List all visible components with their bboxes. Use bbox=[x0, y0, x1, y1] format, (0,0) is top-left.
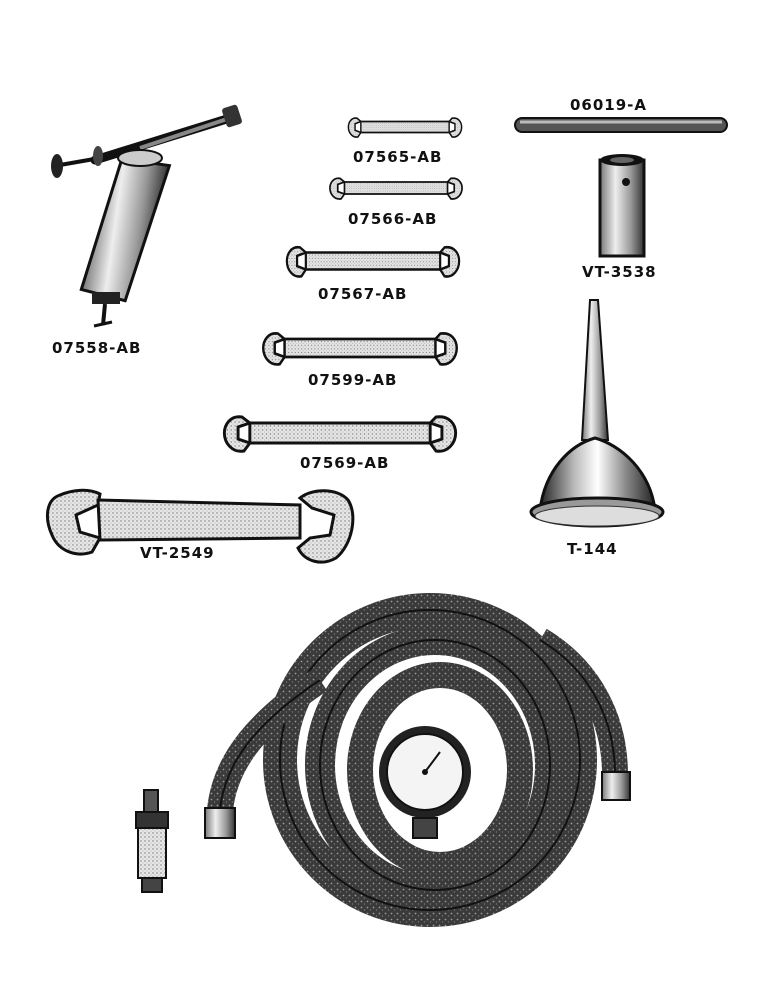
label-grease-gun: 07558-AB bbox=[52, 339, 142, 357]
large-wrench-vt-2549 bbox=[46, 488, 355, 564]
label-wrench-07569: 07569-AB bbox=[300, 454, 390, 472]
wrench-07599-ab bbox=[261, 332, 459, 366]
label-wrench-07567: 07567-AB bbox=[318, 285, 408, 303]
wrench-07569-ab bbox=[222, 415, 458, 453]
label-oil-can: T-144 bbox=[567, 540, 618, 558]
label-wrench-07565: 07565-AB bbox=[353, 148, 443, 166]
label-wrench-07566: 07566-AB bbox=[348, 210, 438, 228]
label-bar: 06019-A bbox=[570, 96, 648, 114]
label-large-wrench: VT-2549 bbox=[140, 544, 215, 562]
bar-06019-a bbox=[514, 117, 728, 133]
hose-with-pressure-gauge bbox=[204, 593, 631, 927]
label-socket: VT-3538 bbox=[582, 263, 657, 281]
spark-plug-adapter bbox=[135, 789, 169, 893]
oil-can-t-144 bbox=[529, 299, 665, 528]
label-wrench-07599: 07599-AB bbox=[308, 371, 398, 389]
socket-vt-3538 bbox=[598, 154, 646, 258]
wrench-07565-ab bbox=[347, 117, 463, 138]
wrench-07567-ab bbox=[285, 245, 461, 278]
grease-gun bbox=[51, 104, 242, 328]
wrench-07566-ab bbox=[329, 177, 463, 200]
